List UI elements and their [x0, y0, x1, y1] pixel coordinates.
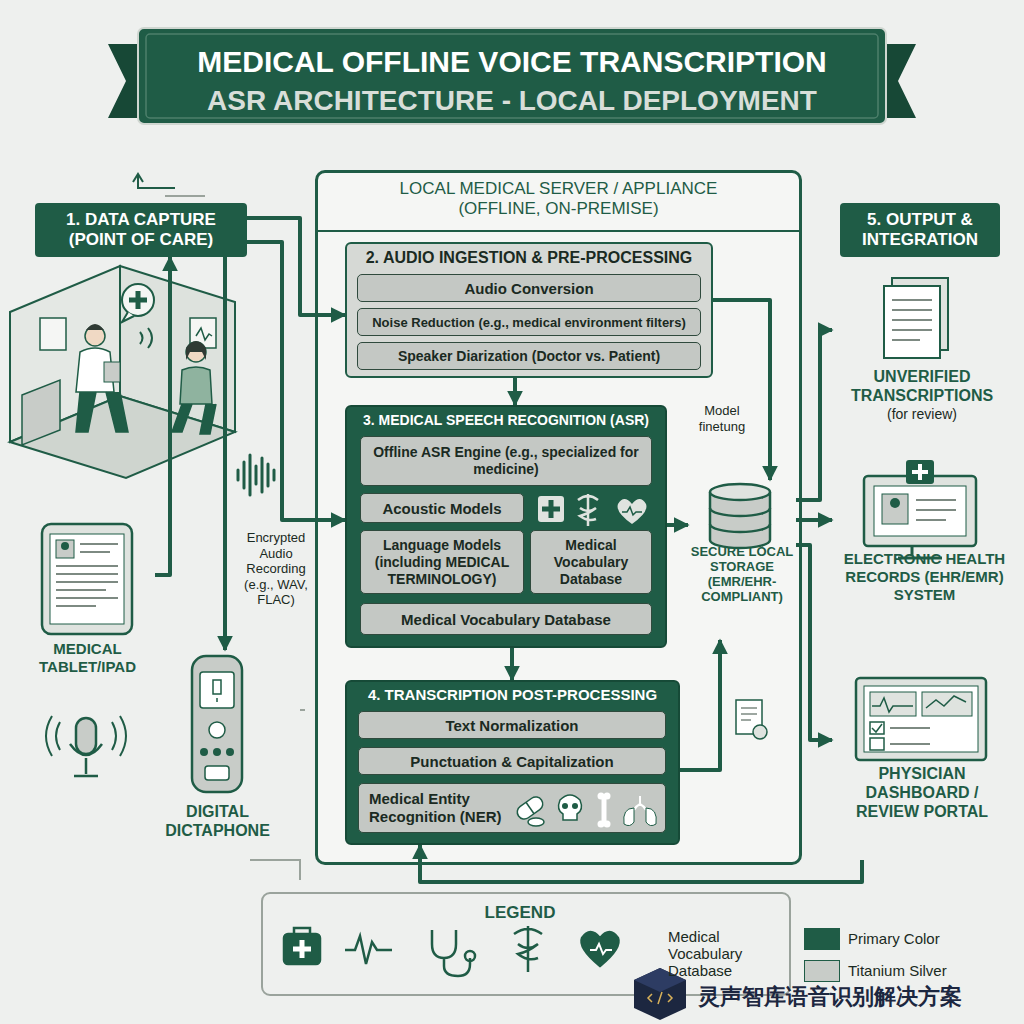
process-box: Acoustic Models: [360, 493, 524, 523]
node-text: 3. MEDICAL SPEECH RECOGNITION (ASR): [347, 411, 665, 429]
process-section: 2. AUDIO INGESTION & PRE-PROCESSING Audio…: [345, 242, 713, 378]
flow-arrow: [247, 218, 345, 315]
ehr-system: ELECTRONIC HEALTH RECORDS (EHR/EMR) SYST…: [832, 462, 1017, 642]
section-header: 1. DATA CAPTURE (POINT OF CARE): [35, 203, 247, 257]
process-box: Noise Reduction (e.g., medical environme…: [357, 308, 701, 336]
flow-arrow: [223, 257, 227, 650]
legend-swatch: [804, 960, 840, 982]
node-text: Medical Vocabulary Database: [401, 611, 611, 628]
flow-arrow: [713, 300, 770, 480]
node-text: 4. TRANSCRIPTION POST-PROCESSING: [347, 686, 678, 704]
device-tablet: MEDICAL TABLET/IPAD: [20, 520, 155, 700]
process-box: Medical Vocabulary Database: [360, 603, 652, 635]
flow-arrow: [247, 242, 345, 520]
node-text: Audio Conversion: [464, 280, 593, 297]
section-header: 5. OUTPUT & INTEGRATION: [840, 203, 1000, 257]
node-text: Noise Reduction (e.g., medical environme…: [372, 314, 686, 331]
node-text: Medical Vocabulary Database: [536, 537, 646, 588]
process-section: 4. TRANSCRIPTION POST-PROCESSING Text Nor…: [345, 680, 680, 845]
diagram-title: MEDICAL OFFLINE VOICE TRANSCRIPTION: [150, 44, 874, 80]
process-box: Audio Conversion: [357, 274, 701, 302]
process-box: Speaker Diarization (Doctor vs. Patient): [357, 342, 701, 370]
flow-note: Model finetung: [690, 403, 754, 434]
node-text: Acoustic Models: [382, 500, 501, 517]
subtitle: ASR ARCHITECTURE - LOCAL DEPLOYMENT: [150, 84, 874, 118]
flow-arrow: [155, 257, 170, 575]
process-box: Punctuation & Capitalization: [358, 747, 666, 775]
node-text: DIGITAL DICTAPHONE: [162, 802, 273, 840]
node-text: Speaker Diarization (Doctor vs. Patient): [398, 348, 660, 365]
node-text: Language Models (including MEDICAL TERMI…: [366, 537, 518, 588]
flow-arrow: [513, 378, 517, 405]
process-section: 3. MEDICAL SPEECH RECOGNITION (ASR) Offli…: [345, 405, 667, 648]
storage-database: SECURE LOCAL STORAGE (EMR/EHR-COMPLIANT): [688, 480, 796, 640]
node-text: 5. OUTPUT & INTEGRATION: [844, 210, 996, 250]
legend-swatch: [804, 928, 840, 950]
node-text: Medical Entity Recognition (NER): [369, 790, 519, 826]
legend-title: LEGEND: [470, 903, 570, 923]
legend-text: Titanium Silver: [848, 962, 998, 979]
flow-arrow: [667, 523, 688, 527]
node-text: PHYSICIAN DASHBOARD / REVIEW PORTAL: [834, 764, 1010, 821]
process-box: Offline ASR Engine (e.g., specialized fo…: [360, 436, 652, 486]
output-document: UNVERIFIED TRANSCRIPTIONS(for review): [832, 272, 1012, 442]
process-box: Medical Entity Recognition (NER): [358, 783, 666, 833]
legend-text: Primary Color: [848, 930, 998, 947]
device-dictaphone: DIGITAL DICTAPHONE: [160, 650, 275, 855]
legend-text: Medical Vocabulary Database: [668, 928, 768, 979]
flow-arrow: [680, 640, 720, 770]
node-text: SECURE LOCAL STORAGE (EMR/EHR-COMPLIANT): [690, 544, 794, 604]
node-text: Punctuation & Capitalization: [410, 753, 613, 770]
node-text: 2. AUDIO INGESTION & PRE-PROCESSING: [347, 248, 711, 268]
process-box: Text Normalization: [358, 711, 666, 739]
flow-note: Encrypted Audio Recording (e.g., WAV, FL…: [236, 530, 316, 608]
process-box: Language Models (including MEDICAL TERMI…: [360, 530, 524, 594]
server-enclosure: LOCAL MEDICAL SERVER / APPLIANCE (OFFLIN…: [315, 170, 802, 865]
node-text: MEDICAL TABLET/IPAD: [22, 640, 153, 676]
node-text: Offline ASR Engine (e.g., specialized fo…: [366, 444, 646, 478]
review-portal: PHYSICIAN DASHBOARD / REVIEW PORTAL: [832, 672, 1012, 860]
node-text: ELECTRONIC HEALTH RECORDS (EHR/EMR) SYST…: [834, 550, 1015, 604]
node-text: Text Normalization: [445, 717, 578, 734]
node-text: 1. DATA CAPTURE (POINT OF CARE): [51, 210, 231, 250]
flow-arrow: [510, 648, 514, 680]
process-box: Medical Vocabulary Database: [530, 530, 652, 594]
node-text: UNVERIFIED TRANSCRIPTIONS: [834, 367, 1010, 405]
node-subtext: (for review): [834, 405, 1010, 424]
watermark: 灵声智库语音识别解决方案: [698, 984, 1018, 1010]
node-text: LOCAL MEDICAL SERVER / APPLIANCE (OFFLIN…: [379, 179, 739, 219]
